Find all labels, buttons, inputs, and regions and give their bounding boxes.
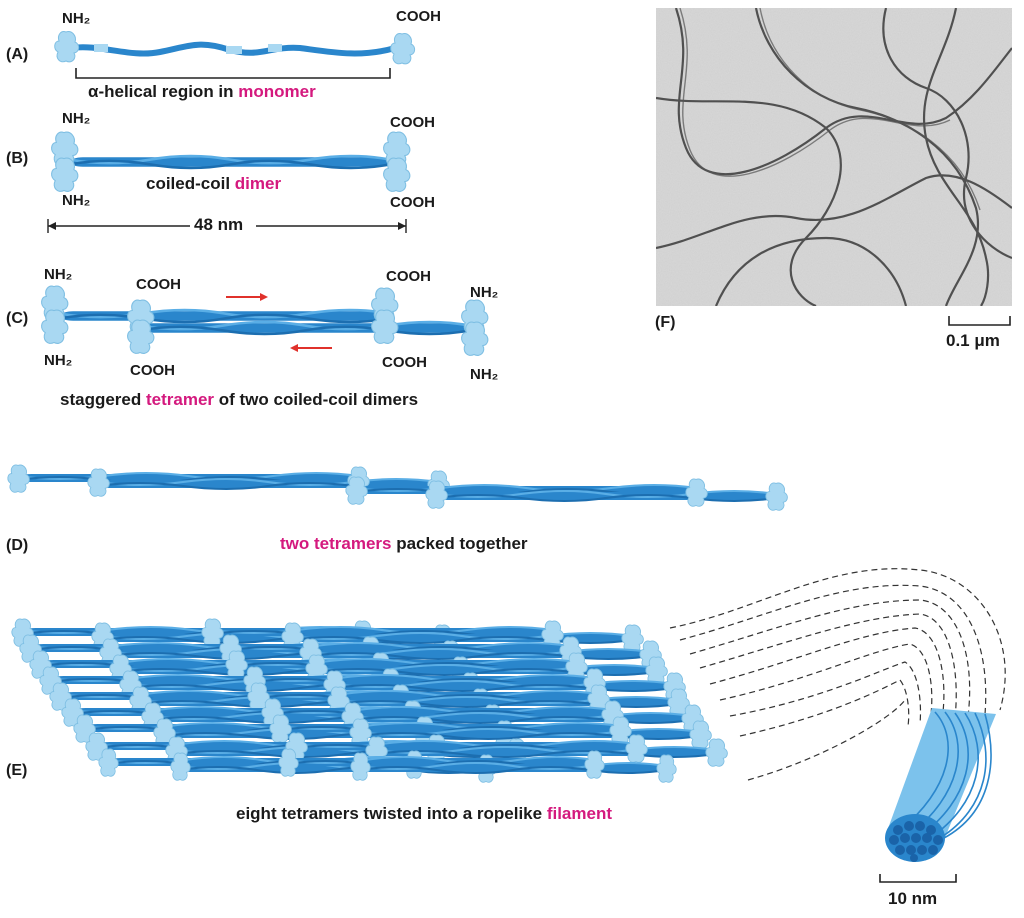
caption-c: staggered tetramer of two coiled-coil di… (60, 390, 419, 409)
cooh-top-left-label: COOH (136, 276, 181, 293)
connector-lines (669, 568, 1006, 781)
scale-bar (948, 316, 1011, 326)
scale-label: 0.1 μm (946, 331, 1000, 350)
cooh-bottom-right-label: COOH (382, 354, 427, 371)
cooh-bottom-label: COOH (390, 194, 435, 211)
panel-label-f: (F) (655, 314, 676, 331)
caption-e: eight tetramers twisted into a ropelike … (236, 804, 612, 823)
rope-filament (879, 708, 996, 883)
cooh-top-label: COOH (390, 114, 435, 131)
nh2-bottom-left-label: NH₂ (44, 352, 73, 369)
nh2-top-label: NH₂ (62, 110, 91, 127)
caption-a: α-helical region in monomer (88, 82, 316, 101)
panel-label-b: (B) (6, 150, 29, 167)
tetramer-diagram (41, 285, 489, 356)
electron-micrograph (656, 8, 1012, 306)
panel-label-d: (D) (6, 537, 29, 554)
eight-tetramers-diagram (12, 619, 728, 782)
panel-label-e: (E) (6, 762, 28, 779)
diameter-label: 10 nm (888, 889, 938, 908)
length-label: 48 nm (194, 215, 244, 234)
panel-label-c: (C) (6, 310, 29, 327)
dimer-diagram (47, 131, 411, 236)
caption-d: two tetramers packed together (280, 534, 528, 553)
cooh-label: COOH (396, 8, 441, 25)
nh2-top-left-label: NH₂ (44, 266, 73, 283)
nh2-top-right-label: NH₂ (470, 284, 499, 301)
nh2-bottom-label: NH₂ (62, 192, 91, 209)
nh2-bottom-right-label: NH₂ (470, 366, 499, 383)
two-tetramers-diagram (8, 465, 788, 510)
panel-label-a: (A) (6, 46, 29, 63)
caption-b: coiled-coil dimer (146, 174, 282, 193)
nh2-label: NH₂ (62, 10, 91, 27)
cooh-bottom-left-label: COOH (130, 362, 175, 379)
cooh-top-right-label: COOH (386, 268, 431, 285)
monomer-diagram (54, 31, 416, 79)
